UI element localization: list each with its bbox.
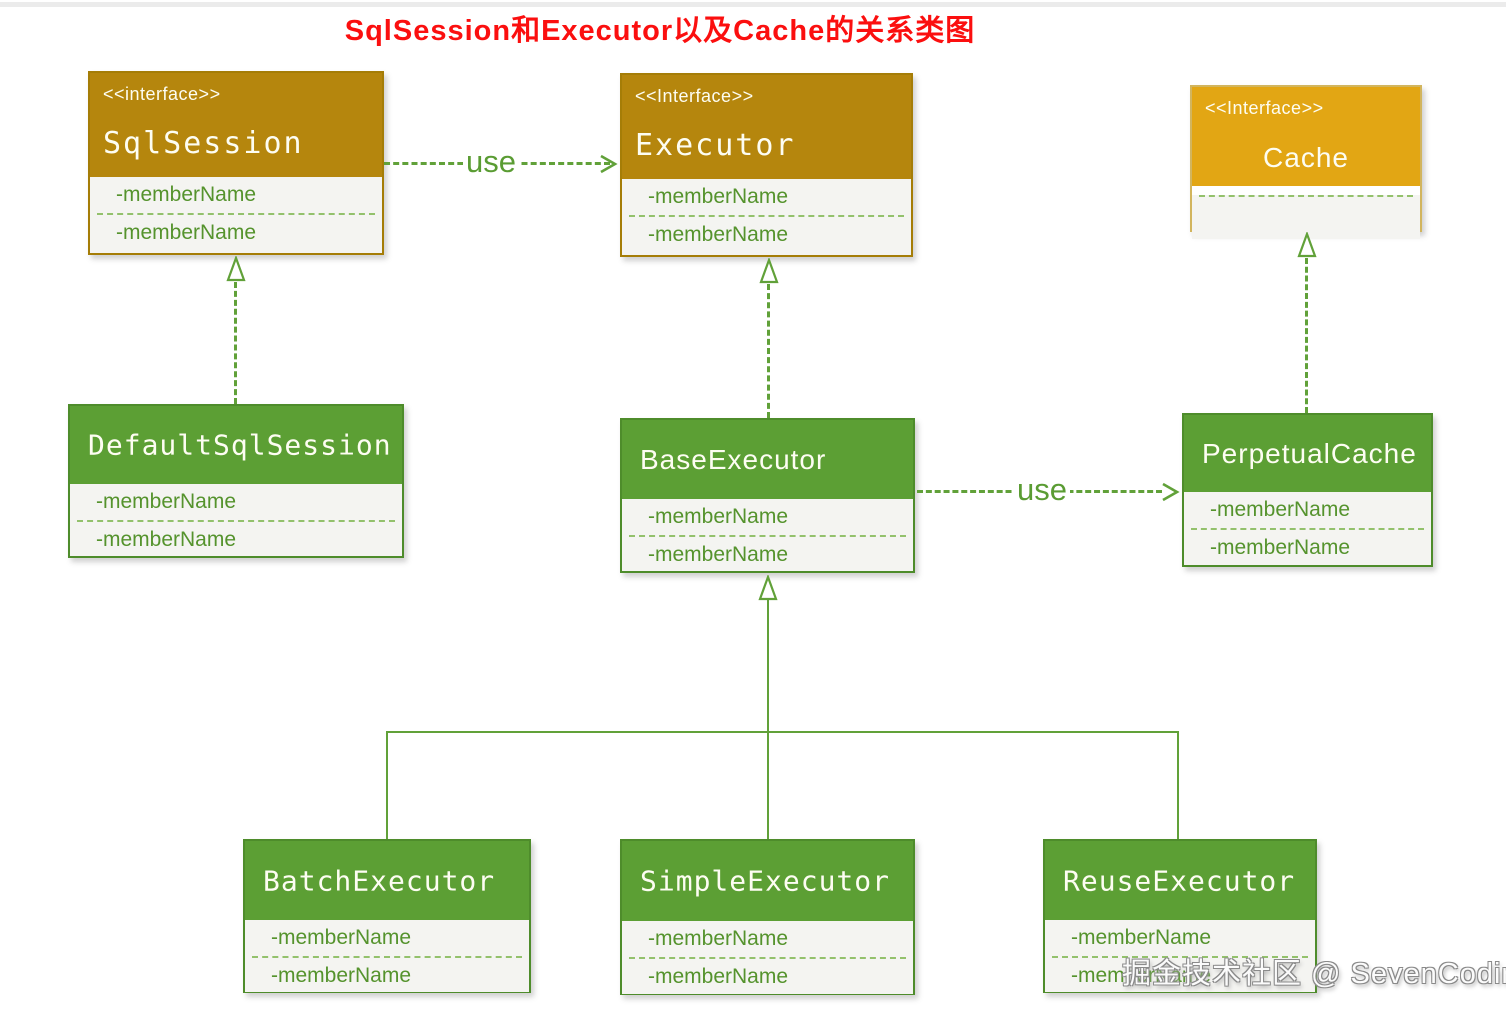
top-divider <box>0 2 1506 7</box>
class-body: -memberName -memberName <box>622 921 913 994</box>
class-header: ReuseExecutor <box>1045 841 1315 920</box>
use-label: use <box>463 146 519 177</box>
member-separator <box>97 213 375 215</box>
member-row: -memberName <box>1071 964 1212 987</box>
member-separator <box>252 956 522 958</box>
member-row: -memberName <box>648 505 789 528</box>
member-separator <box>629 535 906 537</box>
class-header: PerpetualCache <box>1184 415 1431 492</box>
class-body: -memberName -memberName <box>1045 920 1315 992</box>
implements-line-perpetualcache-cache <box>1305 258 1308 413</box>
member-separator <box>629 957 906 959</box>
class-box-baseexecutor: BaseExecutor -memberName -memberName <box>620 418 915 573</box>
class-name: DefaultSqlSession <box>88 428 392 462</box>
class-name: Executor <box>635 128 796 163</box>
class-box-reuseexecutor: ReuseExecutor -memberName -memberName <box>1043 839 1317 993</box>
class-box-perpetualcache: PerpetualCache -memberName -memberName <box>1182 413 1433 567</box>
diagram-title: SqlSession和Executor以及Cache的关系类图 <box>344 15 976 47</box>
member-row: -memberName <box>648 927 789 950</box>
member-separator <box>1052 956 1308 958</box>
class-name: BatchExecutor <box>263 864 496 897</box>
class-box-executor: <<Interface>> Executor -memberName -memb… <box>620 73 913 257</box>
member-separator <box>629 215 904 217</box>
stereotype-label: <<interface>> <box>103 84 221 104</box>
class-name: BaseExecutor <box>640 443 827 475</box>
class-name: PerpetualCache <box>1202 437 1417 469</box>
class-name: SqlSession <box>103 126 304 161</box>
member-row: -memberName <box>1071 926 1212 949</box>
class-header: <<Interface>> Executor <box>622 75 911 179</box>
member-row: -memberName <box>96 528 237 551</box>
hollow-triangle-icon <box>226 256 246 282</box>
class-body: -memberName -memberName <box>90 177 382 253</box>
class-header: SimpleExecutor <box>622 841 913 921</box>
class-name: ReuseExecutor <box>1063 864 1296 897</box>
class-box-simpleexecutor: SimpleExecutor -memberName -memberName <box>620 839 915 995</box>
member-row: -memberName <box>116 183 257 206</box>
member-row: -memberName <box>648 223 789 246</box>
class-box-defaultsqlsession: DefaultSqlSession -memberName -memberNam… <box>68 404 404 558</box>
open-arrowhead-icon <box>600 154 618 174</box>
class-box-batchexecutor: BatchExecutor -memberName -memberName <box>243 839 531 993</box>
member-separator <box>1199 195 1413 197</box>
class-body: -memberName -memberName <box>622 499 913 571</box>
stereotype-label: <<Interface>> <box>1205 98 1324 118</box>
extends-horizontal-line <box>386 731 1179 733</box>
hollow-triangle-icon <box>759 258 779 284</box>
stereotype-label: <<Interface>> <box>635 86 754 106</box>
implements-line-defaultsqlsession-sqlsession <box>234 282 237 404</box>
hollow-triangle-icon <box>758 575 778 601</box>
member-row: -memberName <box>271 964 412 987</box>
member-separator <box>1191 528 1424 530</box>
class-header: <<interface>> SqlSession <box>90 73 382 177</box>
hollow-triangle-icon <box>1297 232 1317 258</box>
extends-branch-batchexecutor <box>386 731 388 839</box>
member-row: -memberName <box>96 490 237 513</box>
class-header: DefaultSqlSession <box>70 406 402 484</box>
member-row: -memberName <box>271 926 412 949</box>
class-box-sqlsession: <<interface>> SqlSession -memberName -me… <box>88 71 384 255</box>
class-name: Cache <box>1263 142 1349 173</box>
watermark: 掘金技术社区 @ SevenCoding <box>1122 958 1506 990</box>
use-label: use <box>1014 474 1070 505</box>
class-body: -memberName -memberName <box>70 484 402 556</box>
extends-branch-reuseexecutor <box>1177 731 1179 839</box>
open-arrowhead-icon <box>1162 482 1180 502</box>
class-name: SimpleExecutor <box>640 864 891 898</box>
member-row: -memberName <box>648 185 789 208</box>
member-row: -memberName <box>648 543 789 566</box>
member-row: -memberName <box>648 965 789 988</box>
class-body: -memberName -memberName <box>245 920 529 992</box>
member-row: -memberName <box>1210 498 1351 521</box>
extends-trunk-line <box>767 600 769 732</box>
class-header: BatchExecutor <box>245 841 529 920</box>
member-row: -memberName <box>1210 536 1351 559</box>
class-box-cache: <<Interface>> Cache <box>1190 85 1422 239</box>
member-separator <box>77 520 395 522</box>
class-body <box>1192 195 1420 239</box>
implements-line-baseexecutor-executor <box>767 284 770 418</box>
class-body: -memberName -memberName <box>622 179 911 255</box>
class-header: BaseExecutor <box>622 420 913 499</box>
member-row: -memberName <box>116 221 257 244</box>
extends-branch-simpleexecutor <box>767 731 769 839</box>
class-body: -memberName -memberName <box>1184 492 1431 565</box>
class-header: <<Interface>> Cache <box>1192 87 1420 186</box>
